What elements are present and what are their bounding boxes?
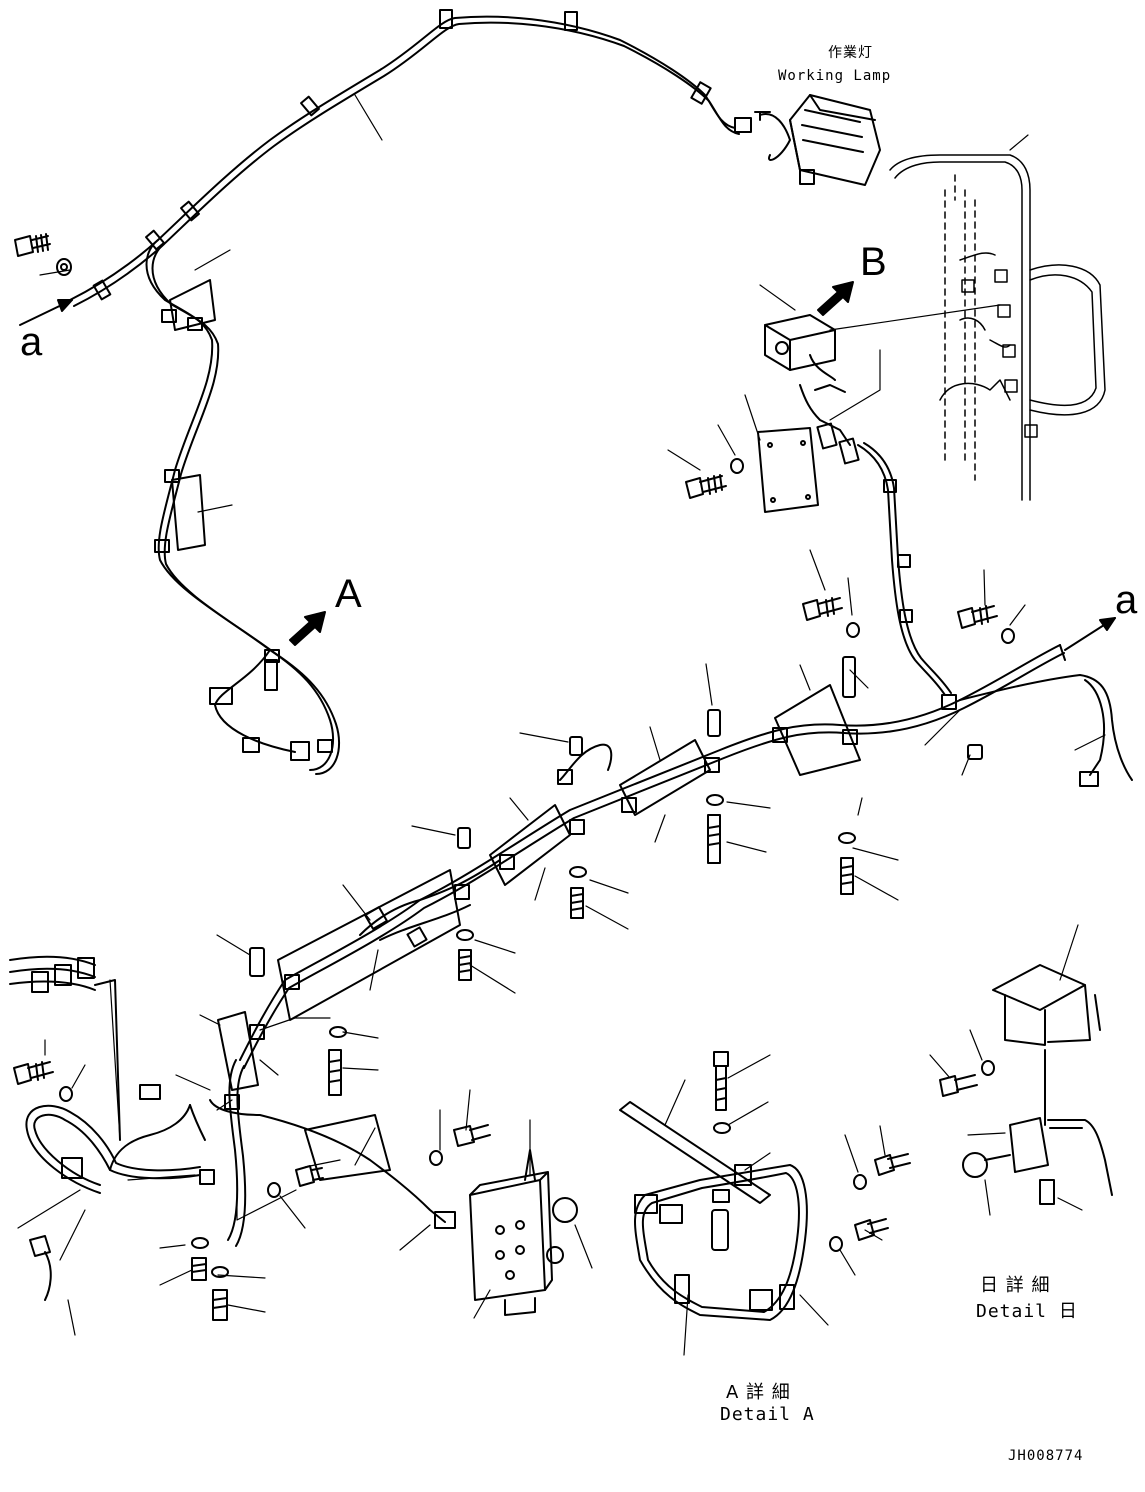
- working-lamp-jp-label: 作業灯: [828, 45, 873, 61]
- working-lamp-drawing: [754, 94, 881, 186]
- detail-a-en-label: Detail A: [720, 1404, 815, 1425]
- detail-b-en-label: Detail 日: [976, 1301, 1078, 1322]
- callout-A: A: [335, 572, 362, 616]
- callout-a-right: a: [1115, 578, 1138, 622]
- switch-b-assembly: [685, 314, 952, 696]
- detail-a-drawing: [619, 1051, 911, 1321]
- detail-a-jp-label: A 詳 細: [726, 1382, 791, 1403]
- working-lamp-en-label: Working Lamp: [778, 68, 892, 84]
- lower-left-assembly: [9, 955, 491, 1321]
- callout-a-left: a: [20, 320, 43, 364]
- arrows: [19, 281, 854, 646]
- cab-frame: [889, 154, 1106, 501]
- drawing-number: JH008774: [1008, 1448, 1084, 1464]
- main-harness: [199, 597, 1133, 1247]
- leader-lines: [17, 94, 1106, 1356]
- callout-B: B: [860, 240, 887, 284]
- valve-block: [469, 1149, 578, 1316]
- detail-b-drawing: [939, 964, 1113, 1205]
- overhead-harness: [14, 9, 752, 775]
- detail-b-jp-label: 日 詳 細: [980, 1275, 1051, 1296]
